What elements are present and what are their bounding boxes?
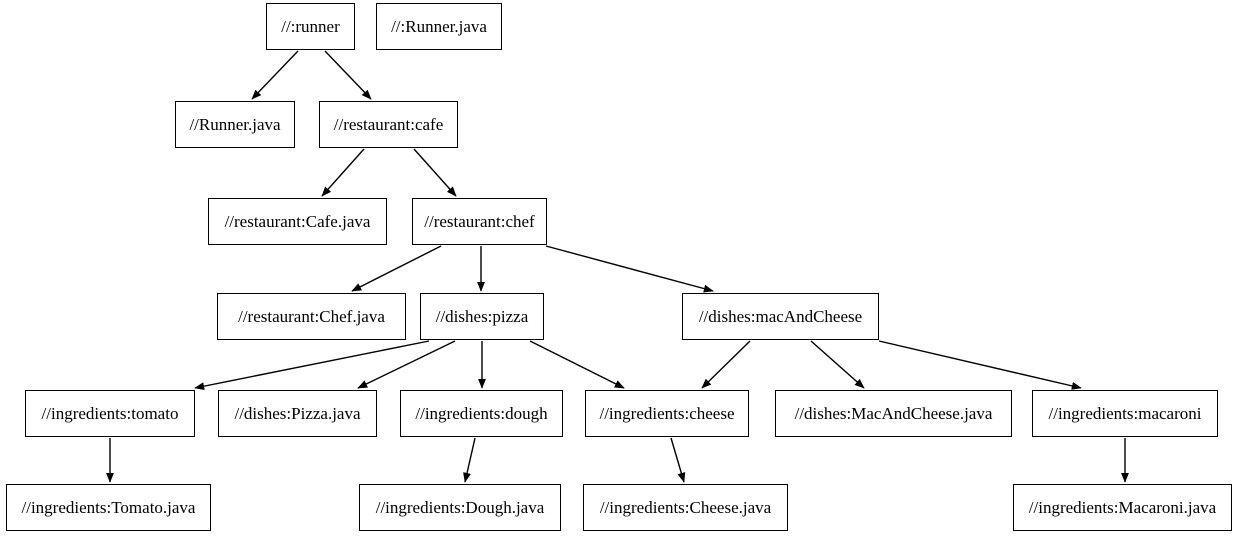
graph-node-label: //ingredients:macaroni — [1048, 404, 1202, 423]
graph-node-ingredients_dough[interactable]: //ingredients:dough — [400, 390, 563, 437]
graph-edge-restaurant_cafe-to-restaurant_chef — [413, 148, 457, 197]
graph-node-restaurant_chef_java[interactable]: //restaurant:Chef.java — [217, 293, 406, 340]
graph-node-label: //ingredients:dough — [415, 404, 548, 423]
graph-node-label: //ingredients:cheese — [599, 404, 735, 423]
graph-node-label: //ingredients:Tomato.java — [21, 498, 196, 517]
graph-node-runner_java[interactable]: //Runner.java — [175, 101, 295, 148]
graph-edge-dishes_pizza-to-dishes_pizza_java — [357, 340, 456, 389]
graph-node-ingredients_cheese[interactable]: //ingredients:cheese — [585, 390, 749, 437]
graph-node-ingredients_macaroni_java[interactable]: //ingredients:Macaroni.java — [1013, 484, 1232, 531]
graph-node-label: //:runner — [281, 17, 340, 36]
graph-node-root_runner_java[interactable]: //:Runner.java — [376, 3, 502, 50]
graph-edge-runner-to-restaurant_cafe — [324, 50, 372, 100]
graph-node-ingredients_tomato[interactable]: //ingredients:tomato — [25, 390, 195, 437]
graph-node-label: //dishes:Pizza.java — [234, 404, 361, 423]
graph-edge-runner-to-runner_java — [251, 50, 299, 100]
graph-node-label: //restaurant:Cafe.java — [224, 212, 371, 231]
graph-node-dishes_macandcheese[interactable]: //dishes:macAndCheese — [682, 293, 879, 340]
graph-node-dishes_pizza_java[interactable]: //dishes:Pizza.java — [218, 390, 377, 437]
graph-node-label: //ingredients:Macaroni.java — [1028, 498, 1217, 517]
graph-node-label: //restaurant:Chef.java — [238, 307, 385, 326]
graph-node-label: //Runner.java — [189, 115, 281, 134]
graph-edge-dishes_macandcheese-to-dishes_macandcheese_java — [810, 340, 865, 389]
graph-node-runner[interactable]: //:runner — [266, 3, 355, 50]
graph-node-label: //dishes:pizza — [435, 307, 529, 326]
graph-node-label: //ingredients:Dough.java — [375, 498, 545, 517]
graph-edge-restaurant_chef-to-restaurant_chef_java — [351, 245, 442, 292]
graph-edge-dishes_pizza-to-ingredients_tomato — [194, 340, 430, 391]
graph-node-restaurant_cafe[interactable]: //restaurant:cafe — [319, 101, 458, 148]
graph-node-restaurant_chef[interactable]: //restaurant:chef — [412, 198, 547, 245]
graph-edge-dishes_pizza-to-ingredients_cheese — [529, 340, 625, 389]
graph-edge-ingredients_dough-to-ingredients_dough_java — [463, 437, 476, 483]
graph-node-dishes_pizza[interactable]: //dishes:pizza — [420, 293, 544, 340]
graph-node-label: //restaurant:cafe — [333, 115, 444, 134]
graph-node-restaurant_cafe_java[interactable]: //restaurant:Cafe.java — [208, 198, 387, 245]
graph-node-label: //ingredients:Cheese.java — [599, 498, 772, 517]
graph-node-label: //restaurant:chef — [424, 212, 535, 231]
graph-node-label: //dishes:MacAndCheese.java — [794, 404, 993, 423]
graph-node-label: //:Runner.java — [391, 17, 487, 36]
graph-edge-restaurant_cafe-to-restaurant_cafe_java — [321, 148, 365, 197]
graph-node-ingredients_tomato_java[interactable]: //ingredients:Tomato.java — [6, 484, 211, 531]
graph-edge-ingredients_cheese-to-ingredients_cheese_java — [670, 437, 686, 483]
graph-node-dishes_macandcheese_java[interactable]: //dishes:MacAndCheese.java — [775, 390, 1012, 437]
graph-edge-dishes_macandcheese-to-ingredients_cheese — [701, 340, 751, 389]
graph-edge-dishes_macandcheese-to-ingredients_macaroni — [878, 340, 1082, 390]
graph-edge-restaurant_chef-to-dishes_macandcheese — [545, 245, 714, 293]
graph-node-ingredients_cheese_java[interactable]: //ingredients:Cheese.java — [583, 484, 788, 531]
graph-node-ingredients_dough_java[interactable]: //ingredients:Dough.java — [359, 484, 561, 531]
graph-node-label: //dishes:macAndCheese — [698, 307, 863, 326]
graph-node-ingredients_macaroni[interactable]: //ingredients:macaroni — [1032, 390, 1218, 437]
graph-node-label: //ingredients:tomato — [41, 404, 179, 423]
